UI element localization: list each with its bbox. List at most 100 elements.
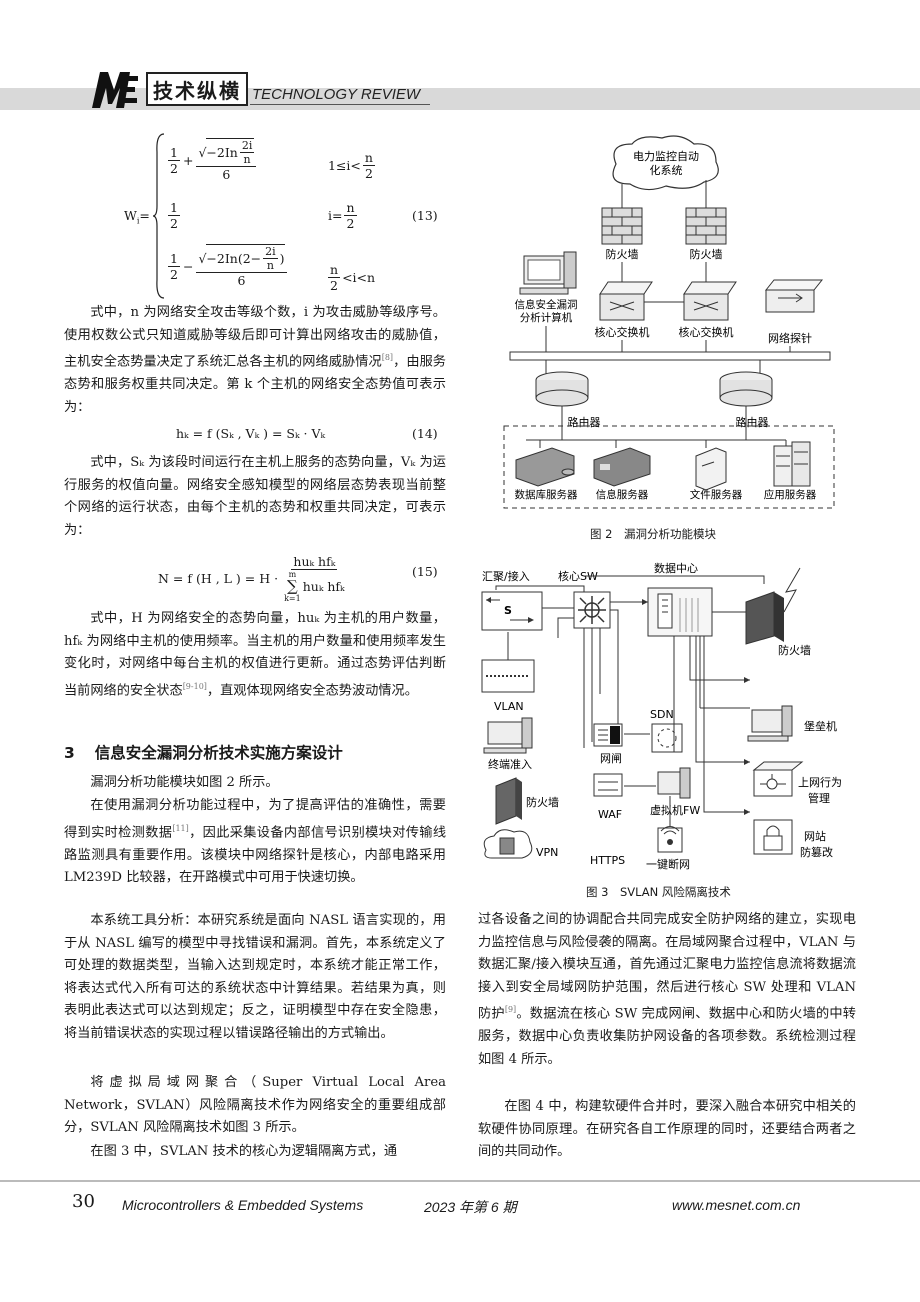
vfw-label: 虚拟机FW xyxy=(650,803,700,817)
lock-icon xyxy=(753,819,793,855)
journal-logo xyxy=(92,72,138,108)
sdn-label: SDN xyxy=(650,708,674,721)
issue-label: 2023 年第 6 期 xyxy=(424,1199,517,1215)
eq15-number: (15) xyxy=(412,564,438,579)
eq13-r3-rad-den: n xyxy=(266,259,274,272)
eq13-number: (13) xyxy=(412,208,438,223)
eq13-r1-cond-num: n xyxy=(362,150,375,166)
header-underline xyxy=(250,104,430,105)
terminal-icon xyxy=(483,717,533,754)
eq13-plus: + xyxy=(182,152,194,168)
eq13-r2-cond: i= xyxy=(328,208,343,223)
computer-icon xyxy=(519,251,577,295)
sw2-label: 核心交换机 xyxy=(679,325,734,339)
eq13-r3-rad: −2In(2− xyxy=(206,251,262,266)
eq13-r3-cond-den: 2 xyxy=(330,278,338,293)
gap-label: 网闸 xyxy=(600,752,622,765)
sw1-label: 核心交换机 xyxy=(595,325,650,339)
eq13-r1-den: 2 xyxy=(170,160,178,176)
behavior-label-1: 上网行为 xyxy=(798,776,842,789)
eq13-r1-rad: −2In xyxy=(206,145,238,160)
term-label: 终端准入 xyxy=(488,757,532,771)
probe-label: 网络探针 xyxy=(768,331,812,345)
equation-14: hₖ = f (Sₖ , Vₖ ) = Sₖ · Vₖ xyxy=(176,426,326,441)
vpn-label: VPN xyxy=(536,846,558,859)
behavior-label-2: 管理 xyxy=(808,791,830,805)
core-switch-icon xyxy=(573,591,611,629)
eq13-r3-rad-num: 2i xyxy=(263,245,278,259)
firewall-icon xyxy=(601,207,643,245)
journal-name: Microcontrollers & Embedded Systems xyxy=(122,1197,364,1213)
figure-3-diagram: 汇聚/接入 核心SW 数据中心 S 防火墙 VLAN 终端准入 防火墙 xyxy=(481,562,842,871)
r2-label: 路由器 xyxy=(736,415,769,429)
figure-2-caption: 图 2 漏洞分析功能模块 xyxy=(590,527,716,541)
s-label: S xyxy=(504,604,512,617)
cloud-label-2: 化系统 xyxy=(650,163,683,177)
switch-icon xyxy=(683,281,737,321)
waf-label: WAF xyxy=(598,808,622,821)
bastion-host-icon xyxy=(747,705,793,742)
journal-url: www.mesnet.com.cn xyxy=(672,1197,801,1213)
section-title: 信息安全漏洞分析技术实施方案设计 xyxy=(94,744,343,762)
para-left-8: 在图 3 中，SVLAN 技术的核心为逻辑隔离方式，通 xyxy=(90,1144,398,1159)
web-label-2: 防篡改 xyxy=(800,845,833,859)
info-server-icon xyxy=(593,447,651,487)
ref-8: [8] xyxy=(381,353,394,363)
vpn-cloud-icon xyxy=(483,829,533,859)
para-left-6: 本系统工具分析：本研究系统是面向 NASL 语言实现的，用于从 NASL 编写的… xyxy=(64,913,446,1041)
https-label: HTTPS xyxy=(590,854,625,867)
eq13-r3-cond-num: n xyxy=(328,262,341,278)
agg-label: 汇聚/接入 xyxy=(482,570,530,583)
para-left-5: 在使用漏洞分析功能过程中，为了提高评估的准确性，需要得到实时检测数据[11]，因… xyxy=(64,798,447,886)
column-title-cn: 技术纵横 xyxy=(146,72,248,106)
vlan-label: VLAN xyxy=(494,700,524,713)
eq13-r3-cond: <i<n xyxy=(342,270,376,285)
firewall-icon xyxy=(685,207,727,245)
aggregation-box xyxy=(481,591,543,631)
eq13-r1-cond-den: 2 xyxy=(364,166,373,181)
eq15-denominator: huₖ hfₖ xyxy=(302,579,345,594)
eq13-r1-den6: 6 xyxy=(222,167,231,182)
para-left-2: 式中，Sₖ 为该段时间运行在主机上服务的态势向量，Vₖ 为运行服务的权值向量。网… xyxy=(64,455,446,538)
para-left-7: 将虚拟局域网聚合（Super Virtual Local Area Networ… xyxy=(64,1075,446,1136)
firewall-tower-icon xyxy=(495,777,522,825)
eq15-numerator: huₖ hfₖ xyxy=(291,554,338,570)
eq13-r3-den6: 6 xyxy=(237,273,246,288)
pc-label-2: 分析计算机 xyxy=(520,311,573,324)
core-label: 核心SW xyxy=(558,569,598,583)
eq13-r1-rad-num: 2i xyxy=(239,139,255,153)
column-title-en: TECHNOLOGY REVIEW xyxy=(252,86,421,103)
eq13-lhs: W xyxy=(124,208,137,223)
web-label-1: 网站 xyxy=(804,829,826,843)
eq15-lhs: N = f (H , L ) = H · xyxy=(158,571,279,586)
page-number: 30 xyxy=(72,1191,95,1212)
eq15-sum-top: m xyxy=(288,570,297,579)
s1-label: 数据库服务器 xyxy=(515,488,578,501)
data-center-icon xyxy=(647,587,713,637)
network-bus xyxy=(509,351,831,361)
ref-9: [9] xyxy=(504,1005,517,1015)
router-icon xyxy=(535,371,589,407)
eq13-r2-cond-num: n xyxy=(344,200,357,216)
eq13-r3-den: 2 xyxy=(170,266,178,282)
eq13-r3-num: 1 xyxy=(168,250,180,267)
eq13-r1-num: 1 xyxy=(168,144,180,161)
figure-3-caption: 图 3 SVLAN 风险隔离技术 xyxy=(586,885,731,899)
behavior-mgmt-icon xyxy=(752,761,804,797)
dc-label: 数据中心 xyxy=(654,562,698,575)
fw2-label: 防火墙 xyxy=(690,247,723,261)
eq13-lhs-sub: i xyxy=(136,216,140,226)
eq13-brace xyxy=(152,133,165,299)
bastion-label: 堡垒机 xyxy=(804,719,837,733)
eq13-r2-num: 1 xyxy=(168,200,180,216)
network-probe-icon xyxy=(764,279,824,313)
para-left-3: 式中，H 为网络安全的态势向量，huₖ 为主机的用户数量，hfₖ 为网络中主机的… xyxy=(64,611,446,699)
gateway-icon xyxy=(593,723,623,747)
footer-rule xyxy=(0,1180,920,1182)
sdn-box xyxy=(651,723,683,753)
section-number: 3 xyxy=(64,744,75,762)
para-left-1: 式中，n 为网络安全攻击等级个数，i 为攻击威胁等级序号。使用权数公式只知道威胁… xyxy=(64,305,446,415)
file-server-icon xyxy=(695,447,727,491)
